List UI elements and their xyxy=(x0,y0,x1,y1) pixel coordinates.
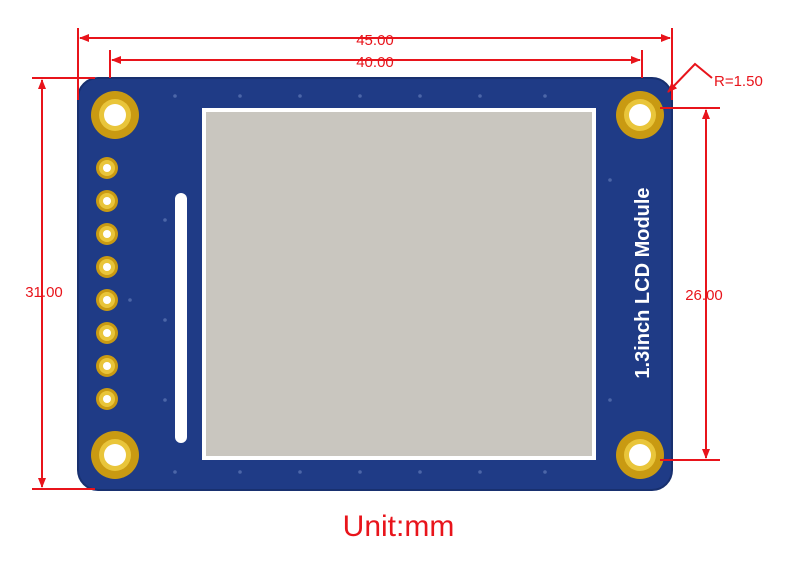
pcb-via xyxy=(608,178,612,182)
pcb-via xyxy=(418,470,422,474)
header-pin xyxy=(96,256,118,278)
pcb-vias xyxy=(128,94,612,474)
pcb-via xyxy=(163,398,167,402)
header-pin xyxy=(96,157,118,179)
pcb-via xyxy=(543,470,547,474)
pcb-via xyxy=(173,94,177,98)
dim-overall-width-text: 45.00 xyxy=(356,32,394,49)
header-pin xyxy=(96,322,118,344)
dim-corner-radius-text: R=1.50 xyxy=(714,73,763,90)
mounting-hole-bottom-left xyxy=(91,431,139,479)
dim-hole-y-text: 26.00 xyxy=(685,287,723,304)
header-pin xyxy=(96,388,118,410)
mounting-hole-bottom-right xyxy=(616,431,664,479)
mounting-hole-top-right xyxy=(616,91,664,139)
header-pin xyxy=(96,223,118,245)
module-label: 1.3inch LCD Module xyxy=(632,187,654,378)
header-pin xyxy=(96,289,118,311)
header-pins xyxy=(96,157,118,410)
pcb-via xyxy=(298,470,302,474)
pcb-via xyxy=(358,470,362,474)
lcd-screen xyxy=(206,112,592,456)
header-pin xyxy=(96,190,118,212)
dim-hole-x-text: 40.00 xyxy=(356,54,394,71)
pcb-via xyxy=(173,470,177,474)
unit-label: Unit:mm xyxy=(342,510,455,543)
dim-radius-leader xyxy=(667,62,713,93)
mounting-hole-top-left xyxy=(91,91,139,139)
pcb-via xyxy=(238,470,242,474)
pcb-via xyxy=(608,398,612,402)
fpc-slot xyxy=(175,193,187,443)
dimension-lines xyxy=(32,28,720,490)
pcb-via xyxy=(478,470,482,474)
pcb-via xyxy=(478,94,482,98)
pcb-via xyxy=(163,218,167,222)
pcb-via xyxy=(128,298,132,302)
dim-overall-height-text: 31.00 xyxy=(25,284,63,301)
pcb-via xyxy=(298,94,302,98)
pcb-via xyxy=(163,318,167,322)
pcb-via xyxy=(543,94,547,98)
pcb-via xyxy=(238,94,242,98)
pcb-via xyxy=(358,94,362,98)
header-pin xyxy=(96,355,118,377)
pcb-via xyxy=(418,94,422,98)
